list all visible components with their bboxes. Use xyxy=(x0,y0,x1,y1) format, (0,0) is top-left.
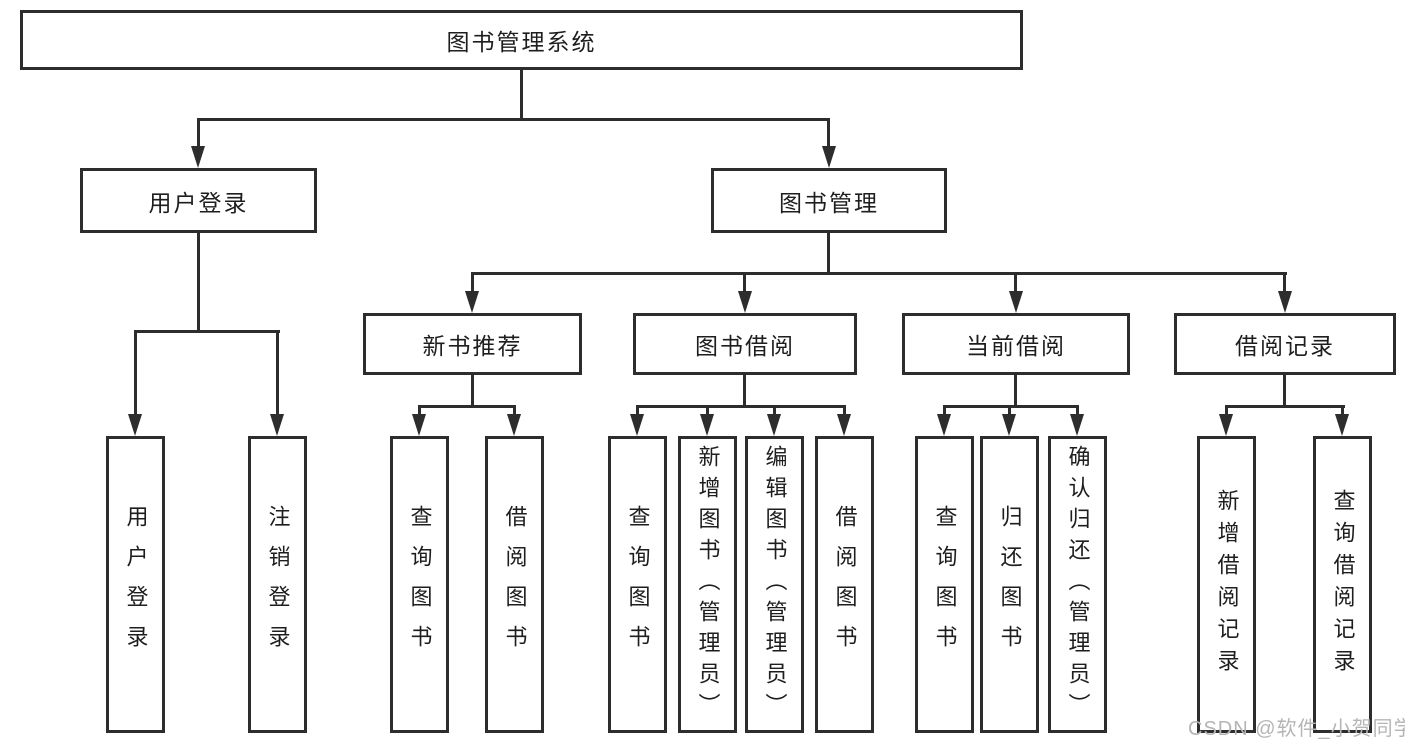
arrowhead-icon xyxy=(412,414,426,436)
node-borrow-records: 借阅记录 xyxy=(1174,313,1396,375)
connector-borrow-records-split xyxy=(1225,405,1345,408)
connector-arrow-line xyxy=(1014,272,1017,293)
arrowhead-icon xyxy=(1009,291,1023,313)
connector-borrow-records-stub xyxy=(1283,373,1286,408)
connector-current-borrow-stub xyxy=(1014,373,1017,408)
connector-book-mgmt-stub xyxy=(827,230,830,275)
connector-book-mgmt-split xyxy=(471,272,1287,275)
connector-arrow-line xyxy=(1341,405,1344,416)
leaf-cb-query-books: 查询图书 xyxy=(915,436,974,733)
arrowhead-icon xyxy=(191,146,205,168)
arrowhead-icon xyxy=(822,146,836,168)
connector-user-login-split xyxy=(134,330,280,333)
leaf-bb-edit-books-admin-label: 编辑图书（管理员） xyxy=(762,445,788,724)
arrowhead-icon xyxy=(507,414,521,436)
connector-arrow-line xyxy=(513,405,516,416)
node-book-management-label: 图书管理 xyxy=(779,189,879,216)
arrowhead-icon xyxy=(767,414,781,436)
leaf-nb-borrow-books-label: 借阅图书 xyxy=(502,504,528,665)
leaf-logout-label: 注销登录 xyxy=(265,504,291,665)
node-book-management: 图书管理 xyxy=(711,168,947,233)
arrowhead-icon xyxy=(700,414,714,436)
connector-arrow-line xyxy=(773,405,776,416)
arrowhead-icon xyxy=(738,291,752,313)
node-new-book-recommend: 新书推荐 xyxy=(363,313,582,375)
leaf-br-query-record: 查询借阅记录 xyxy=(1313,436,1372,733)
node-user-login-label: 用户登录 xyxy=(148,189,249,216)
arrowhead-icon xyxy=(270,414,284,436)
root-node-label: 图书管理系统 xyxy=(446,29,597,55)
arrowhead-icon xyxy=(837,414,851,436)
node-current-borrow: 当前借阅 xyxy=(902,313,1130,375)
leaf-br-add-record-label: 新增借阅记录 xyxy=(1214,488,1240,681)
connector-arrow-line xyxy=(706,405,709,416)
node-current-borrow-label: 当前借阅 xyxy=(966,333,1066,359)
connector-arrow-line xyxy=(843,405,846,416)
leaf-nb-query-books-label: 查询图书 xyxy=(407,504,433,665)
leaf-cb-confirm-return-admin-label: 确认归还（管理员） xyxy=(1065,445,1091,724)
connector-root-stub xyxy=(520,68,523,121)
connector-current-borrow-split xyxy=(943,405,1079,408)
connector-new-book-stub xyxy=(471,373,474,408)
connector-arrow-line xyxy=(276,330,279,414)
leaf-cb-query-books-label: 查询图书 xyxy=(932,504,958,665)
arrowhead-icon xyxy=(1335,414,1349,436)
arrowhead-icon xyxy=(1070,414,1084,436)
node-borrow-records-label: 借阅记录 xyxy=(1235,333,1335,359)
leaf-cb-return-books-label: 归还图书 xyxy=(997,504,1023,665)
connector-root-split xyxy=(197,118,829,121)
node-book-borrow-label: 图书借阅 xyxy=(695,333,795,359)
root-node-library-management-system: 图书管理系统 xyxy=(20,10,1023,70)
arrowhead-icon xyxy=(128,414,142,436)
leaf-logout: 注销登录 xyxy=(248,436,307,733)
connector-arrow-line xyxy=(1283,272,1286,293)
leaf-bb-add-books-admin-label: 新增图书（管理员） xyxy=(695,445,721,724)
connector-arrow-line xyxy=(743,272,746,293)
connector-book-borrow-stub xyxy=(743,373,746,408)
leaf-user-login-label: 用户登录 xyxy=(123,504,149,665)
leaf-nb-query-books: 查询图书 xyxy=(390,436,449,733)
leaf-bb-query-books: 查询图书 xyxy=(608,436,667,733)
arrowhead-icon xyxy=(1278,291,1292,313)
arrowhead-icon xyxy=(630,414,644,436)
connector-arrow-line xyxy=(943,405,946,416)
leaf-br-add-record: 新增借阅记录 xyxy=(1197,436,1256,733)
node-new-book-recommend-label: 新书推荐 xyxy=(422,333,523,359)
connector-arrow-line xyxy=(1076,405,1079,416)
connector-arrow-line xyxy=(134,330,137,414)
arrowhead-icon xyxy=(1219,414,1233,436)
connector-arrow-line xyxy=(471,272,474,293)
connector-user-login-stub xyxy=(197,231,200,330)
leaf-bb-borrow-books: 借阅图书 xyxy=(815,436,874,733)
arrowhead-icon xyxy=(1002,414,1016,436)
arrowhead-icon xyxy=(465,291,479,313)
leaf-cb-confirm-return-admin: 确认归还（管理员） xyxy=(1048,436,1107,733)
connector-arrow-line xyxy=(1225,405,1228,416)
connector-arrow-line xyxy=(1008,405,1011,416)
connector-arrow-line xyxy=(827,118,830,148)
connector-book-borrow-split xyxy=(636,405,846,408)
leaf-cb-return-books: 归还图书 xyxy=(980,436,1039,733)
connector-arrow-line xyxy=(197,118,200,148)
leaf-bb-borrow-books-label: 借阅图书 xyxy=(832,504,858,665)
leaf-bb-add-books-admin: 新增图书（管理员） xyxy=(678,436,737,733)
leaf-nb-borrow-books: 借阅图书 xyxy=(485,436,544,733)
leaf-br-query-record-label: 查询借阅记录 xyxy=(1330,488,1356,681)
node-user-login: 用户登录 xyxy=(80,168,317,233)
connector-arrow-line xyxy=(636,405,639,416)
leaf-bb-query-books-label: 查询图书 xyxy=(625,504,651,665)
leaf-user-login: 用户登录 xyxy=(106,436,165,733)
leaf-bb-edit-books-admin: 编辑图书（管理员） xyxy=(745,436,804,733)
arrowhead-icon xyxy=(937,414,951,436)
csdn-watermark: CSDN @软件_小贺同学 xyxy=(1188,718,1405,740)
connector-new-book-split xyxy=(418,405,516,408)
node-book-borrow: 图书借阅 xyxy=(633,313,857,375)
connector-arrow-line xyxy=(418,405,421,416)
